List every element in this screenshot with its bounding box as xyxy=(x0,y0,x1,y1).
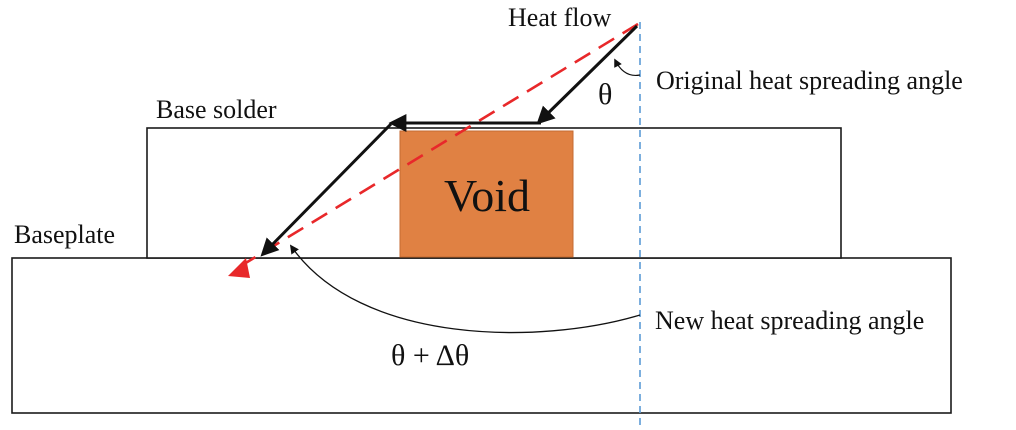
new-angle-label: New heat spreading angle xyxy=(655,306,924,335)
base-solder-label: Base solder xyxy=(156,95,277,124)
baseplate-rect xyxy=(11,257,952,414)
theta-label: θ xyxy=(598,78,612,111)
heat-flow-arrow-diagonal xyxy=(260,122,393,257)
original-heat-path-arrowhead xyxy=(228,258,250,278)
theta-delta-label: θ + Δθ xyxy=(391,339,469,372)
void-label: Void xyxy=(444,170,530,221)
heat-flow-arrow-down xyxy=(536,24,639,125)
new-angle-arc xyxy=(289,244,641,334)
original-angle-label: Original heat spreading angle xyxy=(656,66,963,95)
heat-flow-label: Heat flow xyxy=(508,3,611,32)
original-angle-arc xyxy=(614,58,641,77)
original-heat-path-dashed xyxy=(243,22,639,266)
baseplate-label: Baseplate xyxy=(14,220,115,249)
void-rect xyxy=(399,130,574,258)
